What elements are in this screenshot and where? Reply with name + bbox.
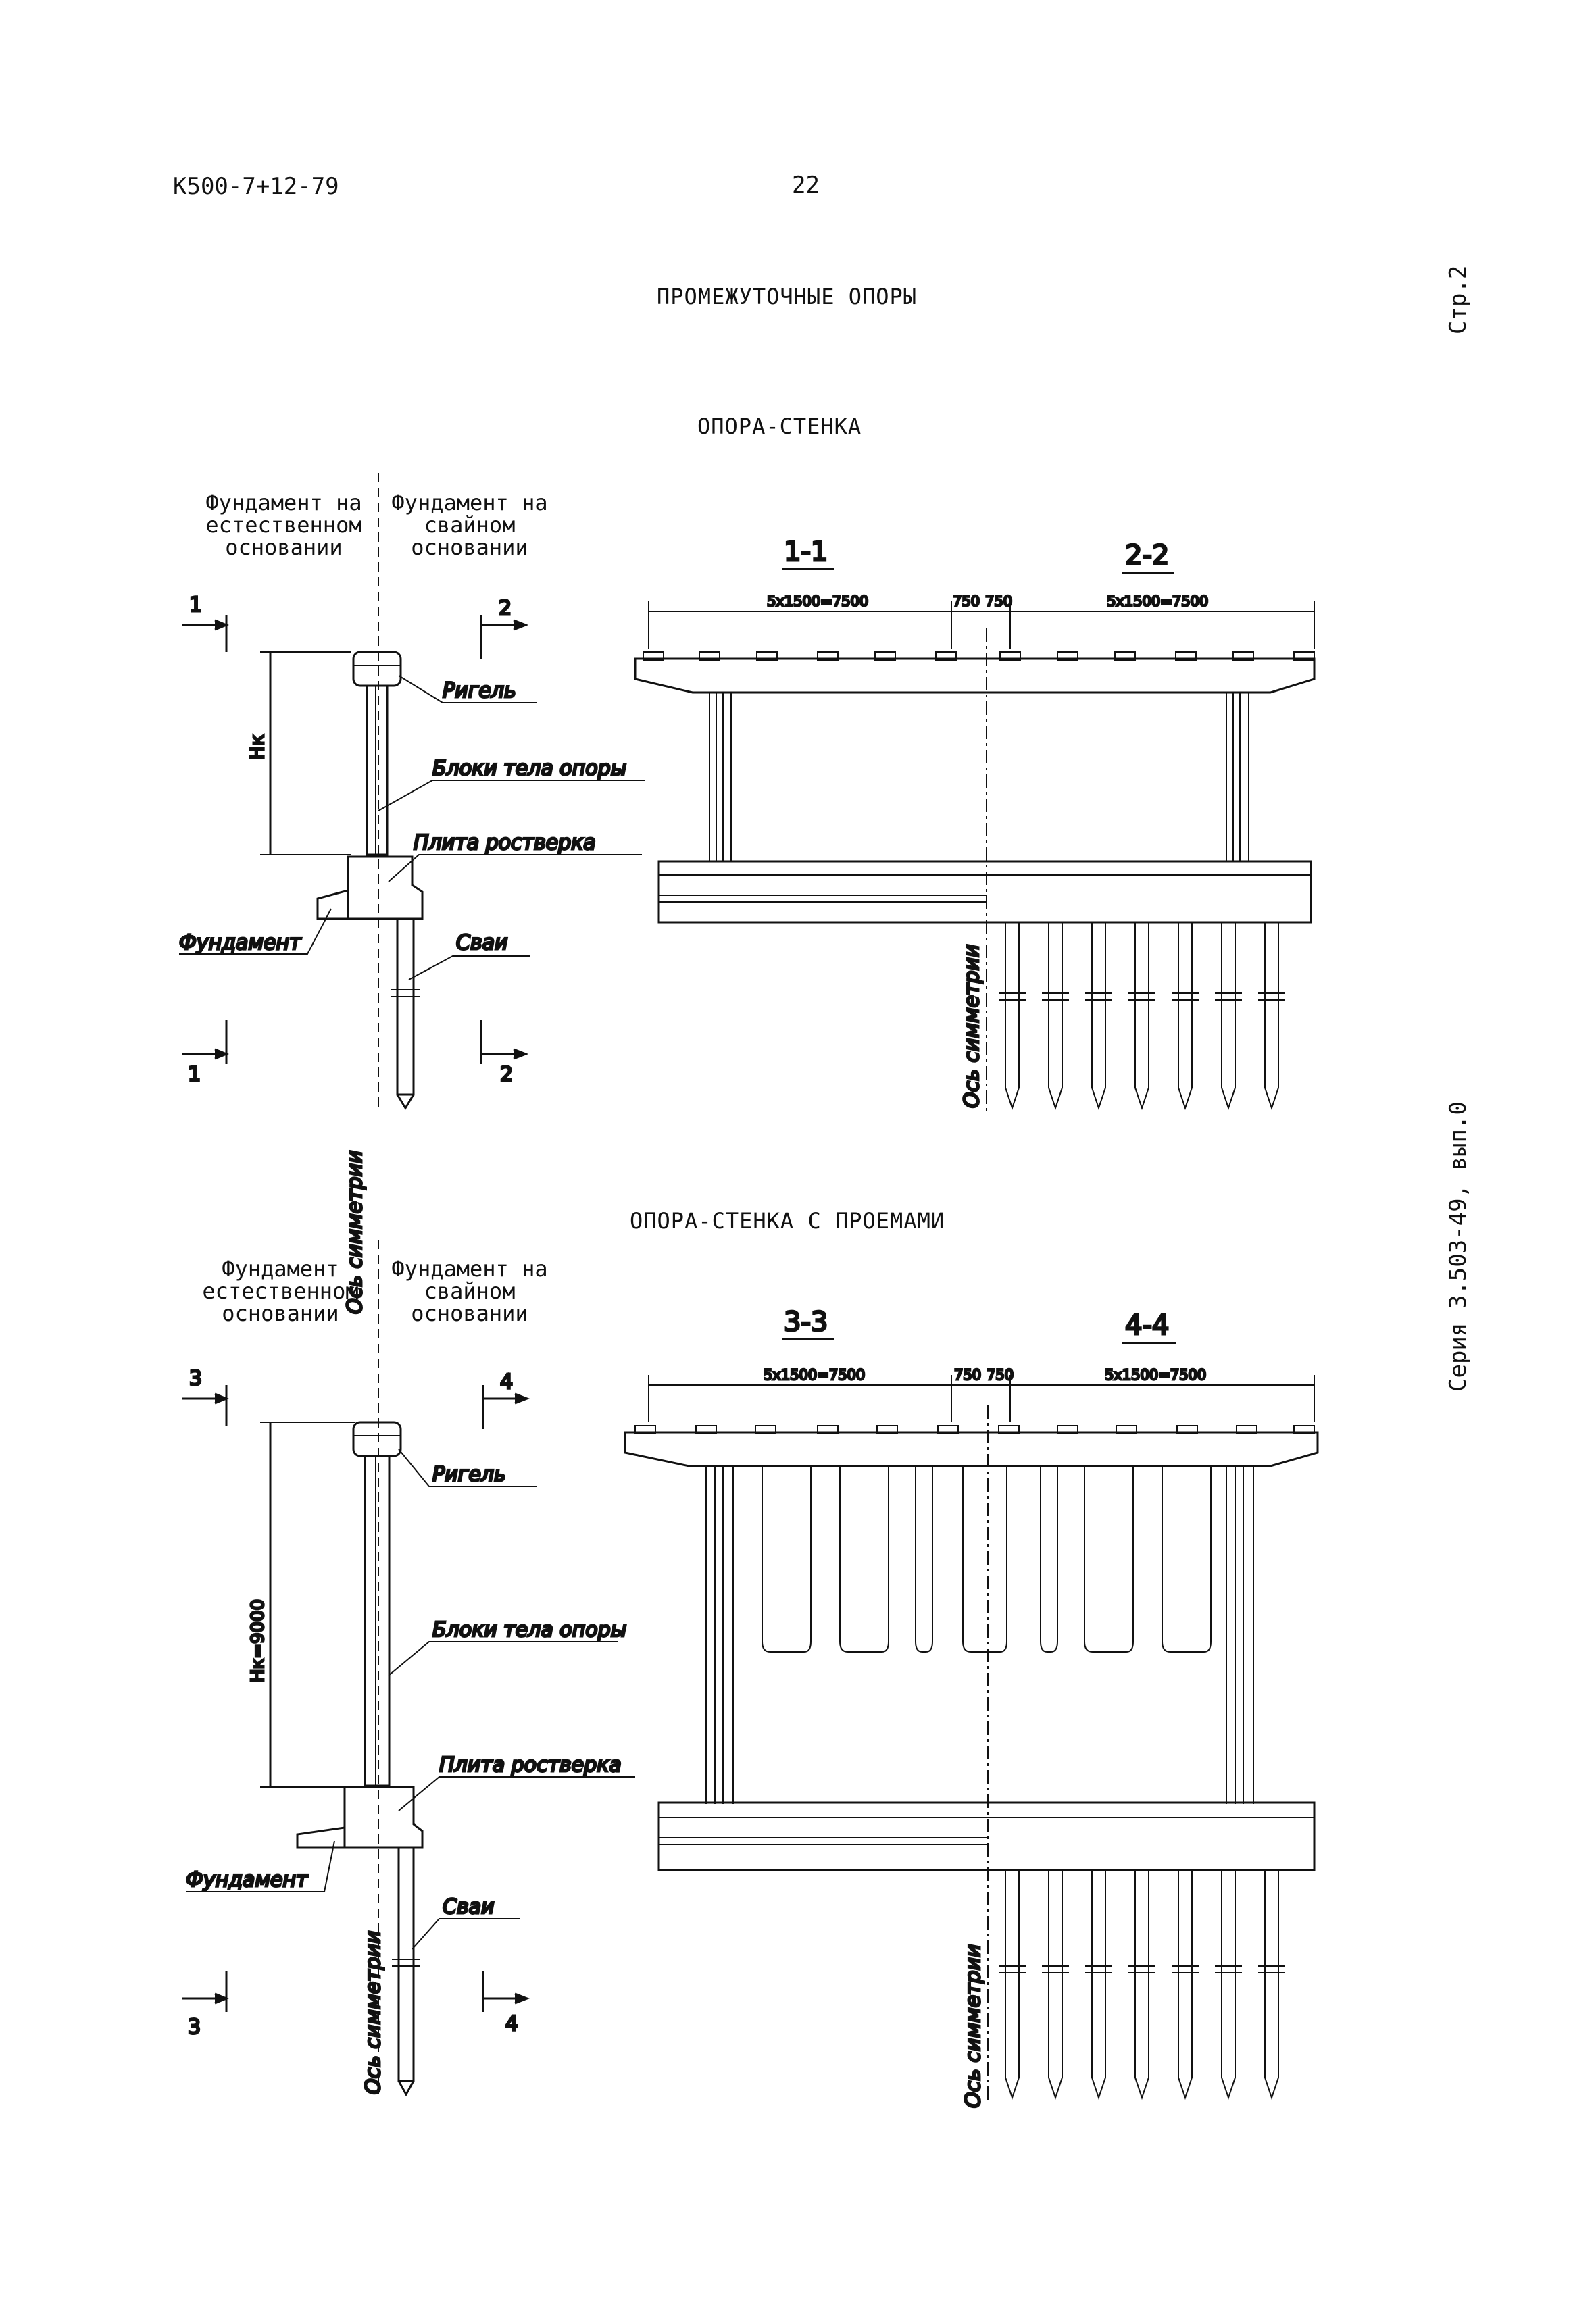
section-mark-4-top: 4 bbox=[500, 1370, 513, 1394]
section-mark-3-top: 3 bbox=[189, 1367, 202, 1390]
section-mark-4-bottom: 4 bbox=[505, 2012, 518, 2036]
section-label-4-4: 4-4 bbox=[1125, 1310, 1169, 1341]
piles-label-2: Сваи bbox=[443, 1895, 495, 1919]
foundation-label-2: Фундамент bbox=[186, 1868, 309, 1892]
body-blocks-label-2: Блоки тела опоры bbox=[432, 1618, 626, 1642]
dim-span-2b: 5х1500=7500 bbox=[1105, 1367, 1206, 1383]
section-mark-1-top: 1 bbox=[189, 593, 202, 617]
section-mark-1-bottom: 1 bbox=[188, 1063, 201, 1086]
pile-foundation-header-1: Фундамент на свайном основании bbox=[391, 490, 548, 560]
section2-title: ОПОРА-СТЕНКА С ПРОЕМАМИ bbox=[630, 1208, 945, 1234]
dim-mid-1b: 750 bbox=[985, 593, 1012, 609]
hk-label-1: Нк bbox=[246, 734, 268, 760]
side-view-1: 1 2 1 2 Нк Ось симметрии Ригель Блоки т bbox=[178, 473, 645, 1315]
grillage-label-2: Плита ростверка bbox=[439, 1753, 622, 1777]
pile-foundation-header-2: Фундамент на свайном основании bbox=[391, 1256, 548, 1326]
dim-mid-1a: 750 bbox=[953, 593, 980, 609]
natural-foundation-header-2: Фундамент естественном основании bbox=[202, 1256, 359, 1326]
page-number: 22 bbox=[792, 172, 820, 199]
section-mark-2-bottom: 2 bbox=[500, 1063, 513, 1086]
axis-label-elev-1: Ось симметрии bbox=[960, 944, 984, 1108]
side-view-2: 3 4 3 4 Нк=9000 Ось симметрии Ригель Бло… bbox=[182, 1240, 635, 2097]
dim-span-2a: 5х1500=7500 bbox=[764, 1367, 865, 1383]
doc-code: К500-7+12-79 bbox=[173, 173, 339, 200]
dim-span-1a: 5х1500=7500 bbox=[767, 593, 868, 609]
axis-label-elev-2: Ось симметрии bbox=[962, 1944, 985, 2108]
natural-foundation-header-1: Фундамент на естественном основании bbox=[205, 490, 362, 560]
elevation-1: 1-1 2-2 5х1500=7500 750 750 5х1500=7500 bbox=[634, 536, 1316, 1115]
axis-label-side-1: Ось симметрии bbox=[343, 1150, 367, 1314]
section1-title: ОПОРА-СТЕНКА bbox=[697, 413, 862, 439]
section-mark-3-bottom: 3 bbox=[188, 2015, 201, 2039]
section-mark-2-top: 2 bbox=[499, 597, 512, 620]
body-blocks-label-1: Блоки тела опоры bbox=[432, 757, 626, 780]
rigel-label-1: Ригель bbox=[443, 679, 516, 703]
main-title: ПРОМЕЖУТОЧНЫЕ ОПОРЫ bbox=[657, 284, 918, 309]
elevation-2: 3-3 4-4 5х1500=7500 750 750 5х1500=7500 bbox=[624, 1306, 1319, 2109]
dim-span-1b: 5х1500=7500 bbox=[1107, 593, 1208, 609]
axis-label-side-2: Ось симметрии bbox=[361, 1930, 385, 2094]
dim-mid-2a: 750 bbox=[954, 1367, 981, 1383]
rigel-label-2: Ригель bbox=[432, 1463, 506, 1486]
section-label-1-1: 1-1 bbox=[784, 536, 828, 568]
dim-mid-2b: 750 bbox=[987, 1367, 1014, 1383]
grillage-label-1: Плита ростверка bbox=[414, 831, 596, 855]
hk-label-2: Нк=9000 bbox=[248, 1599, 268, 1682]
piles-label-1: Сваи bbox=[456, 931, 508, 955]
foundation-label-1: Фундамент bbox=[179, 931, 302, 955]
section-label-3-3: 3-3 bbox=[784, 1307, 828, 1338]
section-label-2-2: 2-2 bbox=[1125, 540, 1169, 571]
